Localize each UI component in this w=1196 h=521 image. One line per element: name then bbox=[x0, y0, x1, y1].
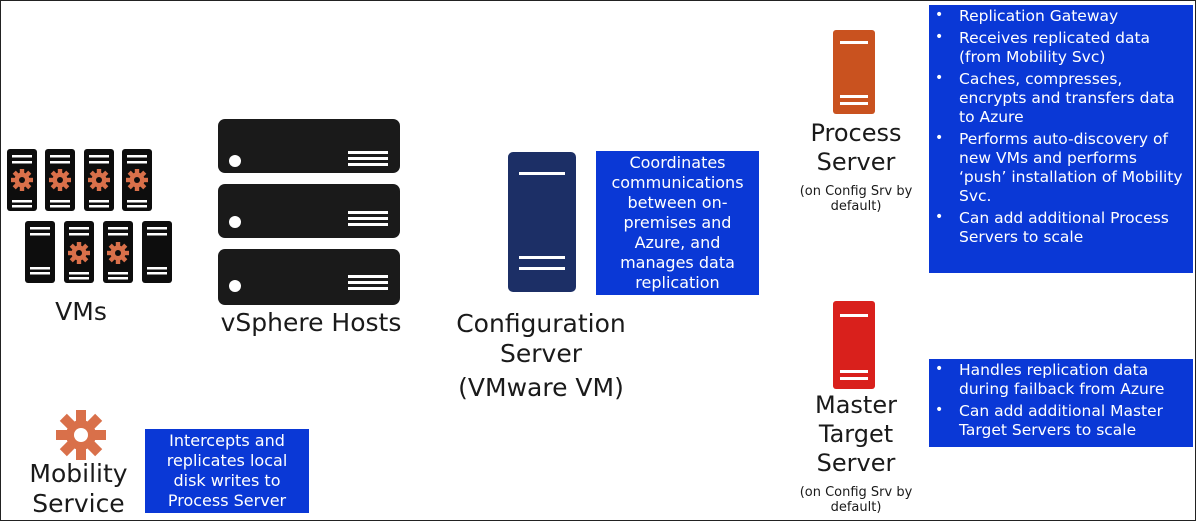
process-sub-line2: default) bbox=[830, 199, 882, 214]
bullet-item: Caches, compresses, encrypts and transfe… bbox=[929, 69, 1193, 127]
bullet-item: Can add additional Master Target Servers… bbox=[929, 401, 1193, 440]
mobility-label-line2: Service bbox=[32, 489, 125, 518]
process-server-sublabel: (on Config Srv by default) bbox=[781, 184, 931, 214]
process-label-line1: Process bbox=[810, 119, 902, 147]
note-line: premises and bbox=[623, 213, 732, 232]
master-label-line3: Server bbox=[816, 449, 896, 477]
mobility-note: Intercepts and replicates local disk wri… bbox=[145, 429, 309, 513]
config-label-line3: (VMware VM) bbox=[458, 373, 624, 402]
bullet-item: Receives replicated data (from Mobility … bbox=[929, 28, 1193, 67]
vm-icon bbox=[64, 221, 94, 283]
vm-icon bbox=[25, 221, 55, 283]
vms-label: VMs bbox=[55, 297, 107, 326]
master-target-server-icon bbox=[833, 301, 875, 389]
config-server-icon bbox=[508, 152, 576, 292]
process-label-line2: Server bbox=[816, 148, 896, 176]
vm-cluster bbox=[7, 149, 172, 283]
note-line: manages data bbox=[620, 253, 735, 272]
rack-server-icon bbox=[218, 119, 400, 305]
note-line: Coordinates bbox=[629, 153, 726, 172]
bullet-item: Performs auto-discovery of new VMs and p… bbox=[929, 129, 1193, 206]
bullet-item: Replication Gateway bbox=[929, 6, 1193, 26]
bullet-item: Handles replication data during failback… bbox=[929, 360, 1193, 399]
master-sub-line1: (on Config Srv by bbox=[799, 485, 913, 500]
note-line: Intercepts and bbox=[169, 431, 285, 450]
process-server-label: Process Server bbox=[781, 119, 931, 177]
note-line: disk writes to bbox=[173, 471, 281, 490]
note-line: between on- bbox=[627, 193, 728, 212]
note-line: Azure, and bbox=[634, 233, 721, 252]
master-sub-line2: default) bbox=[830, 500, 882, 515]
master-label-line2: Target bbox=[818, 420, 894, 448]
process-server-icon bbox=[833, 30, 875, 114]
vm-icon bbox=[45, 149, 75, 211]
mobility-label-line1: Mobility bbox=[29, 459, 128, 488]
process-sub-line1: (on Config Srv by bbox=[799, 184, 913, 199]
config-label-line1: Configuration bbox=[456, 309, 626, 338]
vm-icon bbox=[142, 221, 172, 283]
vsphere-hosts-label: vSphere Hosts bbox=[220, 308, 402, 337]
config-server-label: Configuration Server (VMware VM) bbox=[441, 309, 641, 403]
master-label-line1: Master bbox=[815, 391, 897, 419]
master-target-server-label: Master Target Server bbox=[781, 391, 931, 478]
vm-icon bbox=[103, 221, 133, 283]
mobility-service-label: Mobility Service bbox=[11, 459, 146, 519]
gear-icon bbox=[56, 410, 106, 460]
vm-icon bbox=[7, 149, 37, 211]
master-target-sublabel: (on Config Srv by default) bbox=[781, 485, 931, 515]
config-label-line2: Server bbox=[500, 339, 582, 368]
vm-icon bbox=[122, 149, 152, 211]
bullet-item: Can add additional Process Servers to sc… bbox=[929, 208, 1193, 247]
process-server-bullets: Replication Gateway Receives replicated … bbox=[929, 5, 1193, 273]
note-line: Process Server bbox=[167, 491, 287, 510]
config-note: Coordinates communications between on- p… bbox=[596, 151, 759, 295]
note-line: communications bbox=[611, 173, 744, 192]
note-line: replicates local bbox=[166, 451, 288, 470]
note-line: replication bbox=[635, 273, 720, 292]
vm-icon bbox=[84, 149, 114, 211]
master-target-bullets: Handles replication data during failback… bbox=[929, 359, 1193, 447]
